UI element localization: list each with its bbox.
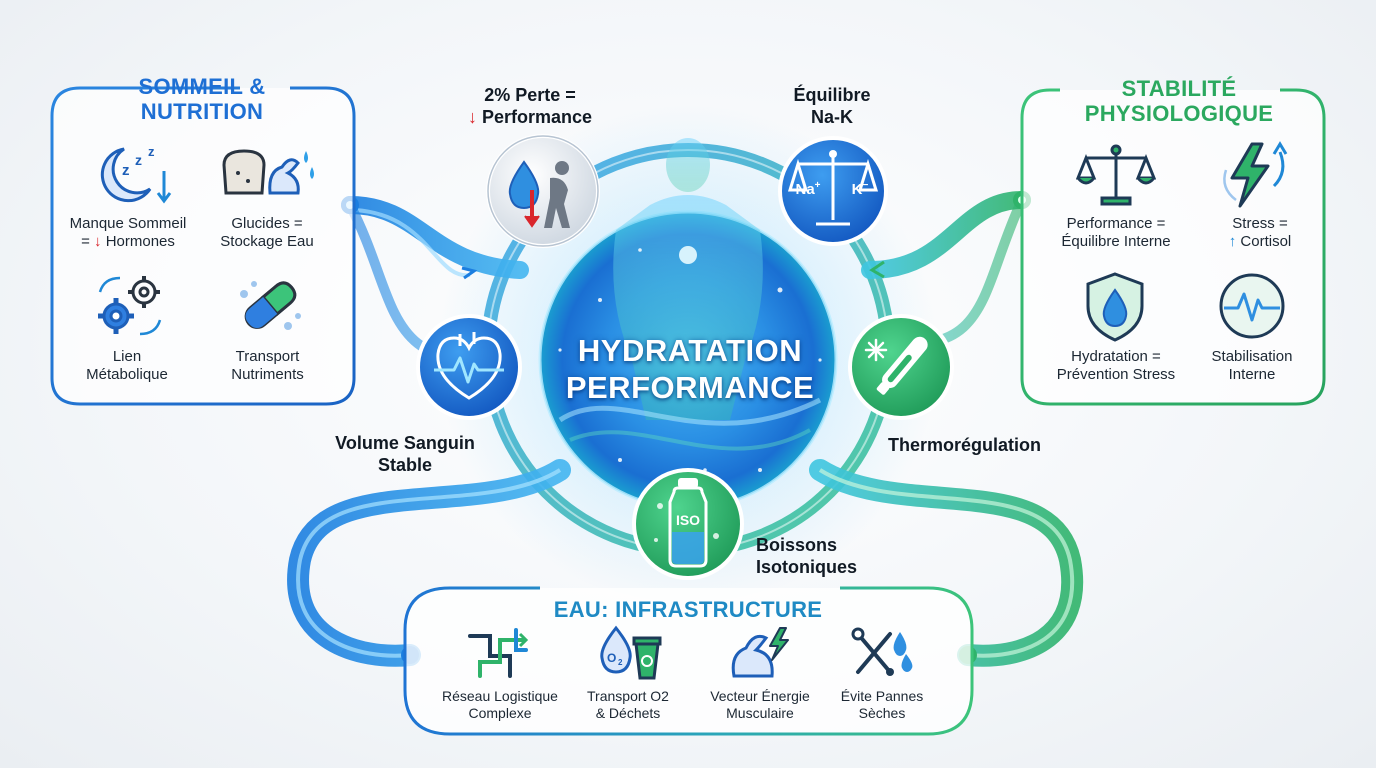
node-iso-line1: Boissons — [756, 535, 838, 555]
potassium-symbol: K — [851, 181, 863, 198]
node-balance-label: Équilibre Na-K — [762, 84, 902, 128]
node-loss-label: 2% Perte = ↓ Performance — [440, 84, 620, 128]
pipes-icon — [468, 628, 529, 678]
node-loss-line1: 2% Perte = — [484, 85, 576, 105]
gears-icon — [98, 276, 162, 336]
node-loss-line2-text: Performance — [476, 107, 593, 127]
left-item-2-line1: Glucides = — [231, 215, 303, 232]
right-panel-title-line1: STABILITÉ — [1121, 76, 1237, 101]
sodium-label: Na+ — [793, 180, 823, 198]
thermometer-icon — [848, 314, 954, 420]
center-title: HYDRATATION PERFORMANCE — [540, 332, 840, 406]
balance-scale-icon — [1076, 144, 1156, 206]
right-item-1-line2: Équilibre Interne — [1061, 233, 1171, 250]
node-iso-label: Boissons Isotoniques — [756, 534, 886, 578]
svg-text:z: z — [135, 152, 142, 168]
oxygen-bin-icon: O 2 — [600, 625, 662, 680]
right-item-3-line2: Prévention Stress — [1056, 366, 1176, 383]
left-item-1-line1: Manque Sommeil — [69, 215, 187, 232]
left-item-2-line2: Stockage Eau — [220, 233, 314, 250]
bottom-item-2-label: Transport O2 & Déchets — [566, 688, 690, 722]
node-blood-line1: Volume Sanguin — [335, 433, 475, 453]
bottom-item-2-line1: Transport O2 — [587, 688, 669, 704]
left-item-3-line1: Lien — [112, 348, 142, 365]
bottle-icon — [632, 468, 744, 580]
bottom-item-4-line1: Évite Pannes — [840, 688, 924, 704]
center-title-line1: HYDRATATION — [577, 333, 803, 368]
svg-text:O: O — [607, 651, 616, 665]
right-item-2-line2-text: Cortisol — [1236, 233, 1292, 250]
bottle-label: ISO — [675, 512, 701, 528]
right-item-1-label: Performance = Équilibre Interne — [1046, 215, 1186, 251]
svg-text:z: z — [122, 162, 130, 179]
bread-muscle-icon — [222, 149, 314, 195]
down-arrow-icon: ↓ — [467, 107, 477, 127]
right-item-2-line1: Stress = — [1232, 215, 1288, 232]
node-iso-line2: Isotoniques — [756, 557, 858, 577]
bottom-item-2-line2: & Déchets — [595, 705, 661, 721]
right-panel-title-line2: PHYSIOLOGIQUE — [1084, 101, 1274, 126]
right-item-3-line1: Hydratation = — [1071, 348, 1161, 365]
right-item-1-line1: Performance = — [1066, 215, 1166, 232]
shield-drop-icon — [1086, 272, 1144, 342]
svg-text:z: z — [148, 144, 155, 159]
left-panel-title-line1: SOMMEIL & — [138, 74, 266, 99]
left-item-4-label: Transport Nutriments — [200, 348, 335, 384]
left-item-1-line2: = ↓ Hormones — [58, 233, 198, 251]
heart-icon — [416, 314, 522, 420]
left-item-3-label: Lien Métabolique — [62, 348, 192, 384]
bottom-item-3-line1: Vecteur Énergie — [710, 688, 810, 704]
left-panel-title-line2: NUTRITION — [140, 99, 264, 124]
lightning-icon — [1223, 141, 1288, 208]
node-thermo-label: Thermorégulation — [888, 435, 1042, 455]
left-item-1-label: Manque Sommeil = ↓ Hormones — [58, 215, 198, 251]
node-loss-line2: ↓ Performance — [440, 106, 620, 128]
left-item-3-line2: Métabolique — [86, 366, 168, 383]
right-item-4-label: Stabilisation Interne — [1192, 348, 1312, 384]
right-item-4-line1: Stabilisation — [1211, 348, 1293, 365]
bottom-item-1-label: Réseau Logistique Complexe — [430, 688, 570, 722]
right-item-3-label: Hydratation = Prévention Stress — [1040, 348, 1192, 384]
bottom-item-4-label: Évite Pannes Sèches — [826, 688, 938, 722]
left-item-2-label: Glucides = Stockage Eau — [202, 215, 332, 251]
right-item-2-label: Stress = ↑ Cortisol — [1195, 215, 1325, 251]
moon-sleep-icon: z z z — [100, 144, 172, 204]
left-item-4-line1: Transport — [235, 348, 300, 365]
bottom-item-4-line2: Sèches — [858, 705, 906, 721]
fatigued-drop-icon — [486, 134, 600, 248]
bottom-item-3-label: Vecteur Énergie Musculaire — [700, 688, 820, 722]
potassium-label: K− — [845, 180, 875, 198]
sodium-symbol: Na — [795, 181, 815, 198]
down-arrow-icon: ↓ — [94, 233, 102, 250]
sodium-charge: + — [814, 180, 821, 191]
left-item-1-line2-text: Hormones — [101, 233, 175, 250]
svg-text:2: 2 — [618, 658, 623, 667]
bottom-item-1-line2: Complexe — [468, 705, 532, 721]
up-arrow-icon: ↑ — [1228, 233, 1237, 250]
node-balance-line1: Équilibre — [793, 85, 871, 105]
bottom-item-3-line2: Musculaire — [726, 705, 794, 721]
capsule-icon — [240, 281, 301, 330]
potassium-charge: − — [862, 180, 869, 191]
right-item-2-line2: ↑ Cortisol — [1195, 233, 1325, 251]
node-blood-label: Volume Sanguin Stable — [322, 432, 488, 476]
bottom-item-1-line1: Réseau Logistique — [442, 688, 558, 704]
bottom-panel-title: EAU: INFRASTRUCTURE — [553, 597, 823, 622]
right-item-4-line2: Interne — [1228, 366, 1276, 383]
center-title-line2: PERFORMANCE — [565, 370, 815, 405]
node-balance-line2: Na-K — [810, 107, 853, 127]
left-panel-title: SOMMEIL & NUTRITION — [82, 74, 322, 124]
wrench-drop-icon — [851, 627, 913, 676]
pulse-icon — [1219, 273, 1285, 339]
muscle-bolt-icon — [731, 627, 789, 678]
left-item-4-line2: Nutriments — [231, 366, 304, 383]
right-panel-title: STABILITÉ PHYSIOLOGIQUE — [1044, 76, 1314, 126]
left-item-1-prefix: = — [81, 233, 95, 250]
node-blood-line2: Stable — [377, 455, 433, 475]
na-k-scale-icon — [778, 136, 888, 246]
